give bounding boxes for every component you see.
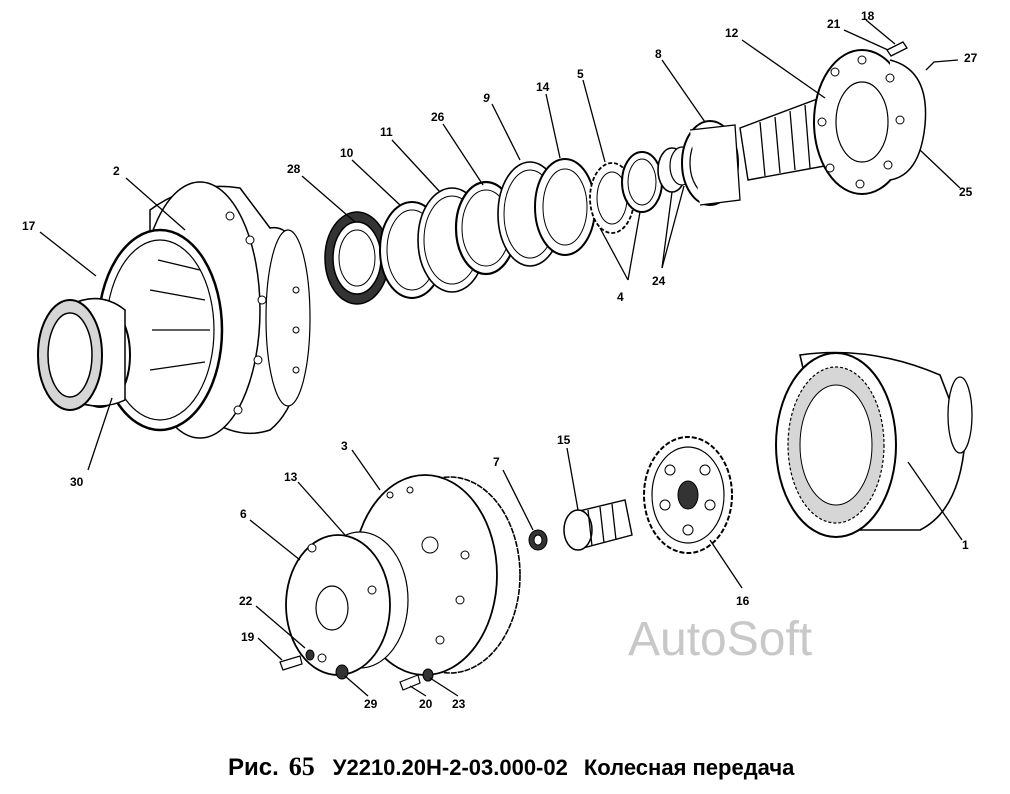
label-27: 27 [964, 51, 978, 65]
sun-gear [563, 499, 633, 551]
label-10: 10 [340, 146, 354, 160]
label-24: 24 [652, 274, 666, 288]
leader-lines [39, 19, 963, 697]
figure-number: 65 [288, 752, 315, 781]
label-22: 22 [239, 594, 253, 608]
ring-14 [534, 158, 596, 256]
label-11: 11 [380, 125, 393, 139]
pin-18 [886, 41, 908, 57]
label-4: 4 [617, 290, 624, 304]
label-14: 14 [536, 80, 550, 94]
nut-29 [335, 664, 349, 680]
label-3: 3 [341, 439, 348, 453]
label-16: 16 [736, 594, 750, 608]
label-7: 7 [493, 455, 500, 469]
ring-gear-housing [775, 351, 973, 538]
washer-22 [305, 649, 315, 661]
label-23: 23 [452, 697, 466, 711]
cover-plate [285, 531, 409, 676]
label-30: 30 [70, 475, 84, 489]
label-1: 1 [962, 538, 969, 552]
label-29: 29 [364, 697, 378, 711]
label-2: 2 [113, 164, 120, 178]
bolt-19 [279, 655, 303, 671]
label-19: 19 [241, 630, 255, 644]
figure-caption: Рис. 65 У2210.20Н-2-03.000-02 Колесная пере… [228, 752, 794, 782]
planet-gear [643, 436, 733, 554]
label-28: 28 [287, 162, 301, 176]
bearing-8 [681, 120, 741, 206]
label-15: 15 [557, 433, 571, 447]
drawing-code: У2210.20Н-2-03.000-02 [332, 755, 568, 780]
label-18: 18 [861, 9, 875, 23]
watermark-text: AutoSoft [628, 613, 813, 666]
label-26: 26 [431, 110, 445, 124]
label-20: 20 [419, 697, 433, 711]
label-6: 6 [240, 507, 247, 521]
studded-ring [96, 228, 224, 432]
label-12: 12 [725, 26, 739, 40]
bolt-20 [399, 674, 421, 691]
figure-title: Колесная передача [583, 755, 795, 780]
label-21: 21 [827, 17, 841, 31]
nut-7 [528, 529, 548, 551]
label-13: 13 [284, 470, 298, 484]
drive-flange [813, 49, 927, 195]
bearing-28 [324, 211, 390, 305]
label-9: 9 [483, 91, 490, 105]
part-number-labels: 1 2 3 4 5 6 7 8 9 10 11 12 13 14 15 16 1… [22, 9, 978, 711]
front-seal-cup [37, 297, 131, 411]
label-17: 17 [22, 219, 36, 233]
label-5: 5 [577, 67, 584, 81]
label-8: 8 [655, 47, 662, 61]
ring-4 [621, 151, 663, 213]
figure-prefix: Рис. [228, 754, 279, 781]
label-25: 25 [959, 185, 973, 199]
ring-26 [454, 180, 518, 276]
